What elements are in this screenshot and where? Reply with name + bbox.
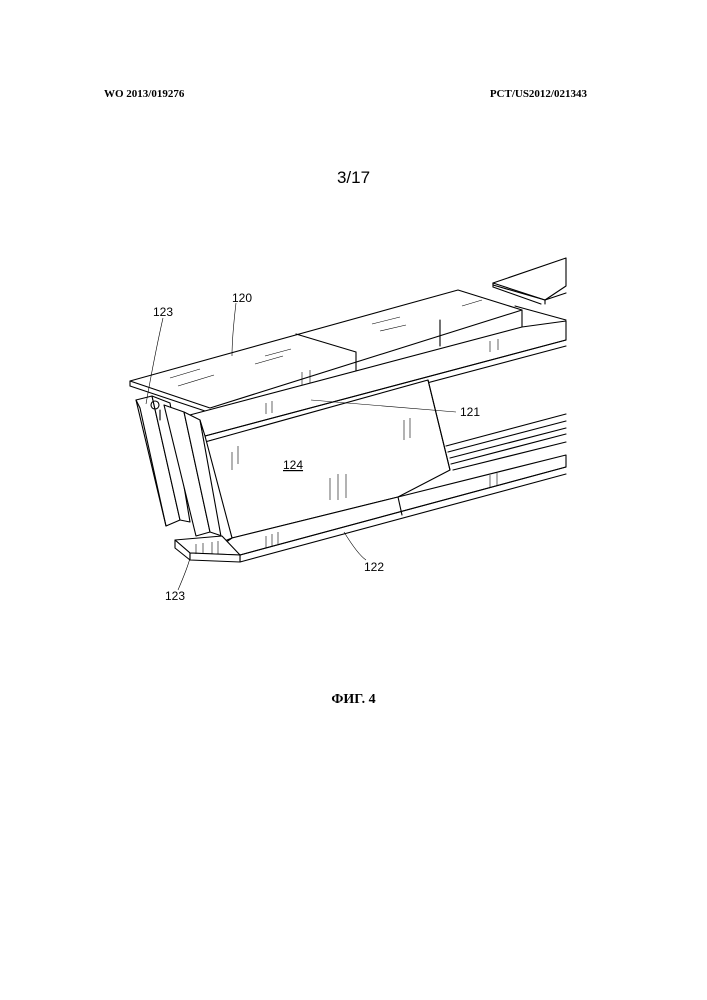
ref-label-122: 122: [364, 560, 384, 574]
ref-label-121: 121: [460, 405, 480, 419]
far-end-block: [493, 258, 566, 304]
ref-label-123-bottom: 123: [165, 589, 185, 603]
ref-label-120: 120: [232, 291, 252, 305]
ref-label-123-top: 123: [153, 305, 173, 319]
figure-caption: ФИГ. 4: [0, 692, 707, 708]
ref-label-124: 124: [283, 458, 303, 472]
